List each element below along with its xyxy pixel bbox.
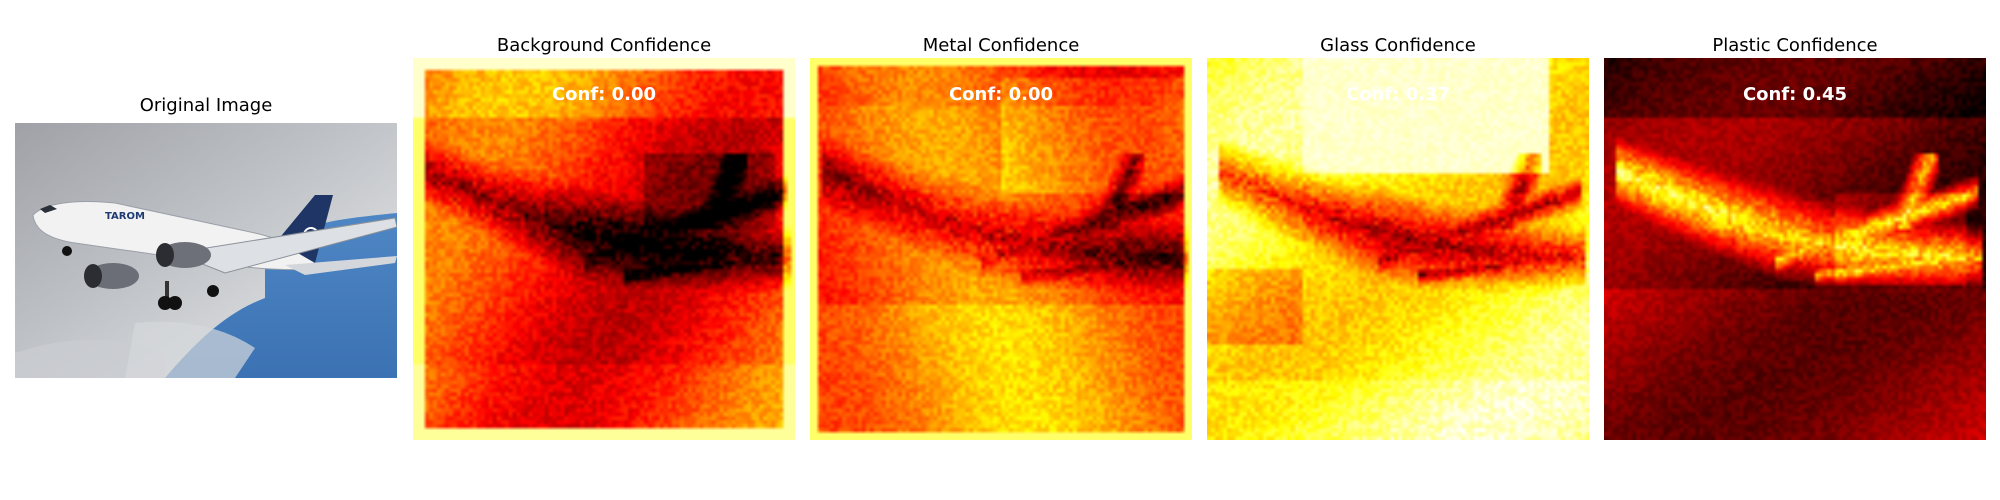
livery-text: TAROM: [105, 211, 145, 222]
confidence-label: Conf: 0.00: [948, 84, 1054, 105]
heatmap-image: Conf: 0.00: [413, 58, 795, 440]
heatmap-title: Glass Confidence: [1320, 35, 1476, 56]
original-title: Original Image: [139, 95, 273, 116]
heatmap-canvas: [1207, 58, 1589, 440]
heatmap-canvas: [1604, 58, 1986, 440]
heatmap-image: Conf: 0.00: [810, 58, 1192, 440]
heatmap-title: Background Confidence: [496, 35, 712, 56]
confidence-label: Conf: 0.37: [1345, 84, 1451, 105]
confidence-label: Conf: 0.45: [1742, 84, 1848, 105]
original-image: TAROM: [15, 123, 397, 378]
heatmap-title: Metal Confidence: [922, 35, 1080, 56]
heatmap-image: Conf: 0.37: [1207, 58, 1589, 440]
heatmap-canvas: [810, 58, 1192, 440]
confidence-label: Conf: 0.00: [551, 84, 657, 105]
original-panel: Original Image TAROM: [15, 95, 397, 378]
airplane-photo: TAROM: [15, 123, 397, 378]
heatmap-canvas: [413, 58, 795, 440]
heatmap-image: Conf: 0.45: [1604, 58, 1986, 440]
heatmap-title: Plastic Confidence: [1712, 35, 1878, 56]
